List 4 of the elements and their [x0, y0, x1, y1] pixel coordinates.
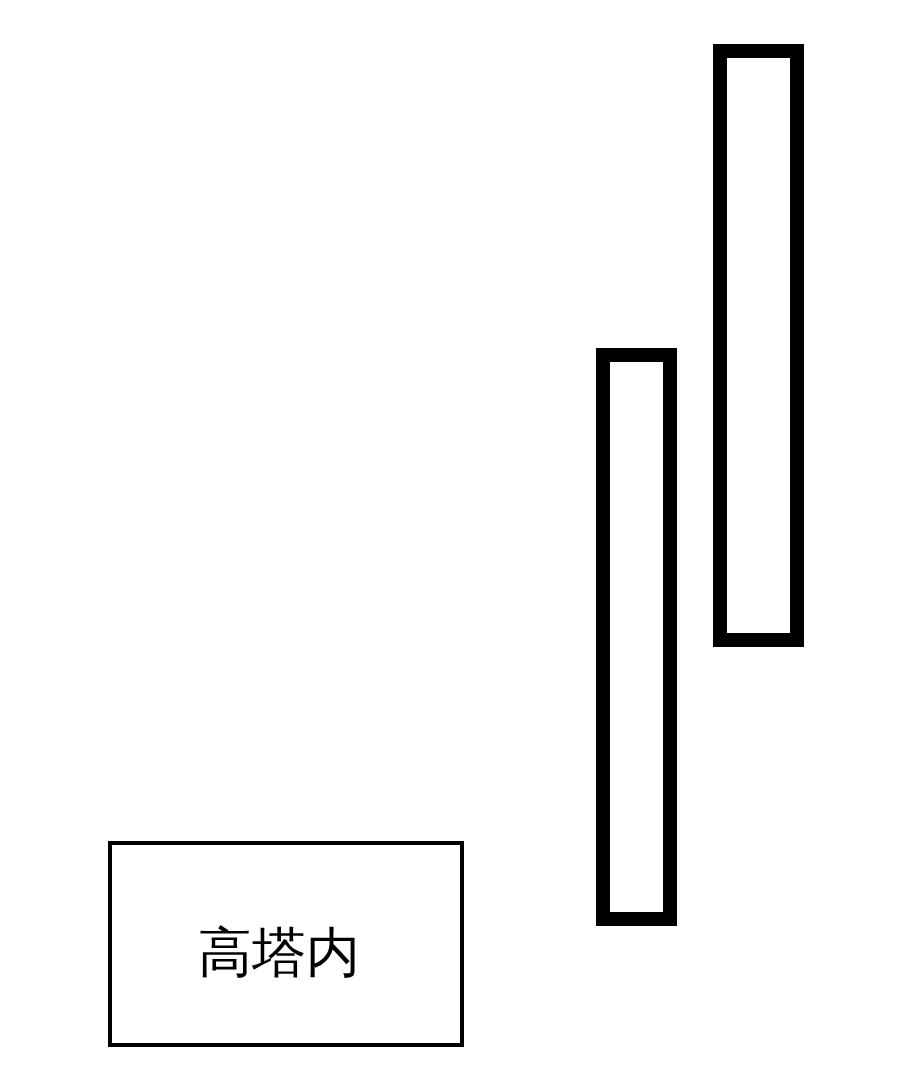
tall-rectangle — [596, 348, 677, 926]
text-box — [108, 841, 464, 1047]
tall-rectangle — [713, 44, 804, 647]
box-label: 高塔内 — [198, 925, 360, 980]
